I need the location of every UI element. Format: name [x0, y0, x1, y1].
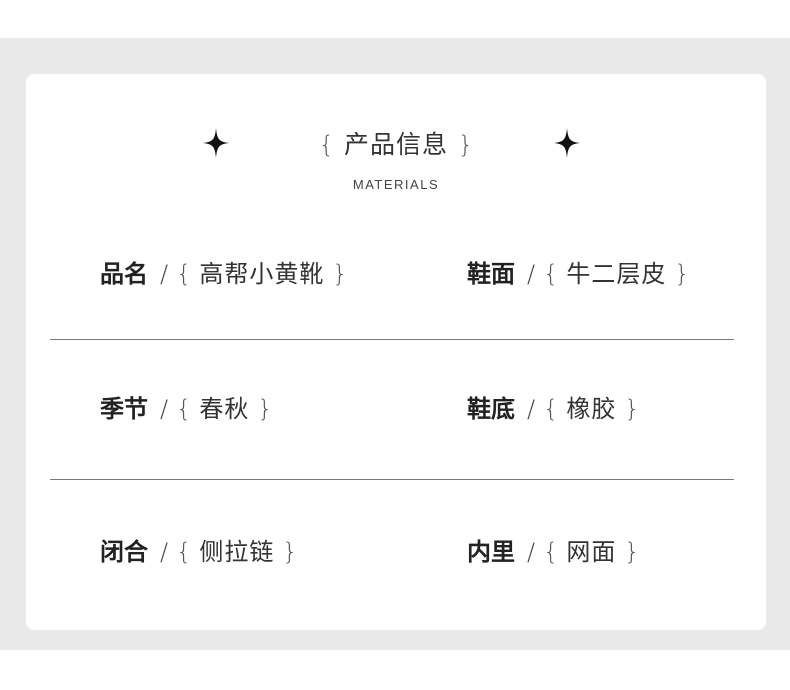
attribute-row: 闭合/{侧拉链} 内里/{网面} [26, 532, 766, 572]
attribute-label: 鞋底 [467, 395, 515, 423]
attribute-item: 闭合 /{侧拉链} [100, 532, 298, 572]
brace-open: { [543, 260, 559, 288]
brace-open: { [543, 538, 559, 566]
brace-close: } [624, 538, 640, 566]
sparkle-icon [554, 128, 580, 158]
separator: / [527, 538, 536, 566]
brace-close: } [674, 260, 690, 288]
brace-close: } [332, 260, 348, 288]
attribute-row: 季节/{春秋} 鞋底/{橡胶} [26, 389, 766, 429]
product-info-card: {产品信息} MATERIALS 品名/{高帮小黄靴} 鞋面/{牛二层皮} 季节… [26, 74, 766, 630]
attribute-value: 牛二层皮 [566, 260, 667, 288]
separator: / [160, 538, 169, 566]
separator: / [527, 260, 536, 288]
separator: / [160, 260, 169, 288]
attribute-label: 季节 [100, 395, 148, 423]
brace-open: { [543, 395, 559, 423]
title-text: 产品信息 [343, 130, 448, 159]
section-subtitle: MATERIALS [352, 177, 440, 192]
attribute-item: 品名 /{高帮小黄靴} [100, 254, 348, 294]
separator: / [160, 395, 169, 423]
attribute-label: 鞋面 [467, 260, 515, 288]
brace-open: { [176, 538, 192, 566]
section-title: { 产品信息} [26, 128, 766, 162]
attribute-item: 季节 /{春秋} [100, 389, 273, 429]
attribute-row: 品名/{高帮小黄靴} 鞋面/{牛二层皮} [26, 254, 766, 294]
attribute-value: 网面 [566, 538, 617, 566]
attribute-label: 内里 [467, 538, 515, 566]
separator: / [527, 395, 536, 423]
attribute-value: 侧拉链 [199, 538, 275, 566]
attribute-item: 鞋底 /{橡胶} [467, 389, 640, 429]
divider [50, 339, 734, 340]
divider [50, 479, 734, 480]
attribute-value: 橡胶 [566, 395, 617, 423]
brace-open: { [318, 131, 334, 159]
attribute-value: 高帮小黄靴 [199, 260, 325, 288]
attribute-item: 鞋面 /{牛二层皮} [467, 254, 690, 294]
attribute-value: 春秋 [199, 395, 250, 423]
sparkle-icon [203, 128, 229, 158]
brace-open: { [176, 260, 192, 288]
attribute-item: 内里 /{网面} [467, 532, 640, 572]
brace-close: } [282, 538, 298, 566]
brace-open: { [176, 395, 192, 423]
brace-close: } [624, 395, 640, 423]
brace-close: } [257, 395, 273, 423]
attribute-label: 品名 [100, 260, 148, 288]
attribute-label: 闭合 [100, 538, 148, 566]
brace-close: } [458, 131, 474, 159]
